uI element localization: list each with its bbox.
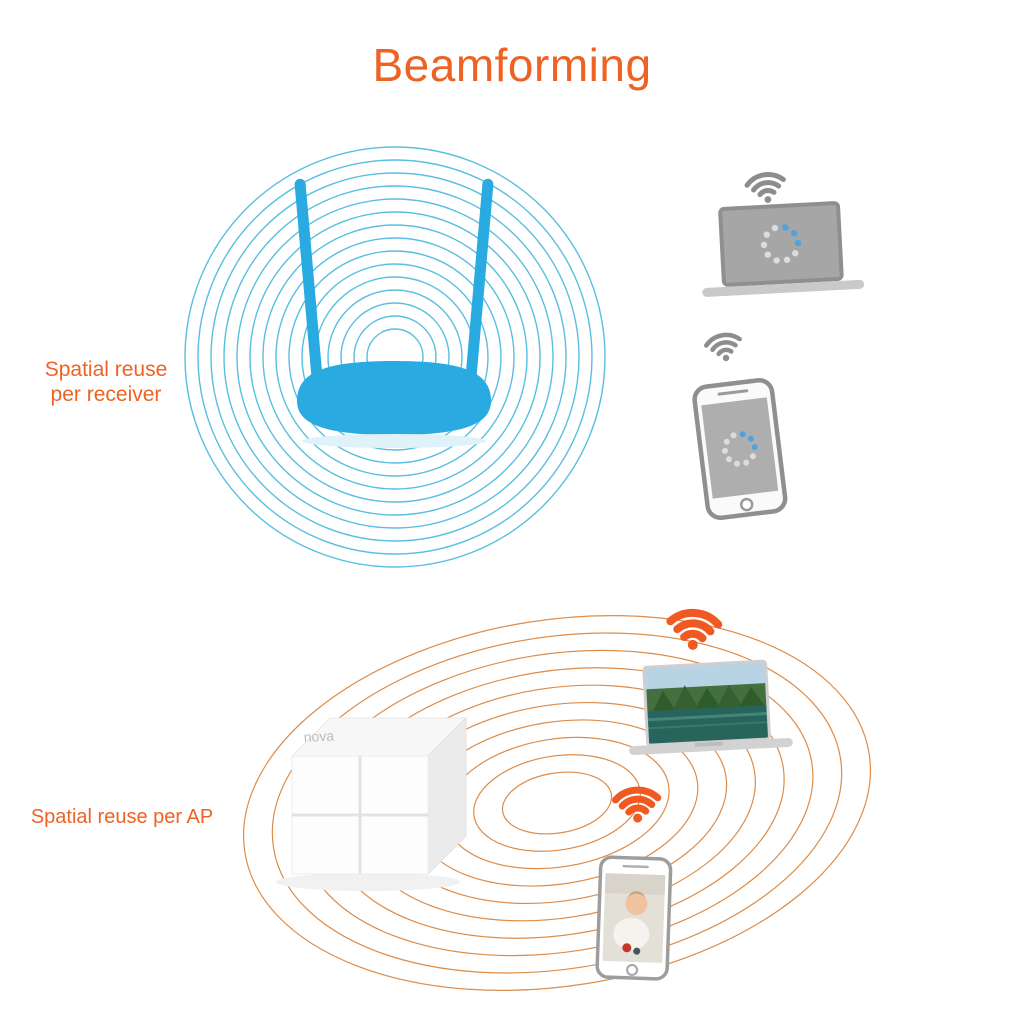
laptop-base bbox=[629, 737, 793, 756]
label-spatial-reuse-per-receiver: Spatial reuse per receiver bbox=[26, 358, 186, 408]
wifi-icon-orange-phone bbox=[611, 786, 662, 823]
cube-brand-label: nova bbox=[303, 727, 334, 745]
label-top-line1: Spatial reuse bbox=[44, 358, 168, 381]
laptop-loading bbox=[702, 172, 865, 297]
phone-speaker bbox=[717, 389, 749, 396]
phone-speaker bbox=[622, 864, 649, 869]
label-spatial-reuse-per-ap: Spatial reuse per AP bbox=[30, 806, 214, 828]
laptop-screen-photo bbox=[643, 661, 770, 746]
page-title: Beamforming bbox=[372, 39, 652, 91]
laptop-base bbox=[702, 279, 865, 297]
phone-loading bbox=[692, 332, 788, 521]
phone-home-button bbox=[625, 963, 639, 977]
wifi-icon-orange-laptop bbox=[666, 608, 723, 650]
loading-spinner-phone bbox=[721, 431, 758, 467]
loading-spinner-laptop bbox=[760, 224, 802, 264]
mesh-router-cube: nova bbox=[290, 716, 468, 876]
router-antenna-right bbox=[465, 178, 494, 384]
laptop-hinge bbox=[694, 741, 723, 747]
wifi-icon-gray-laptop bbox=[744, 172, 786, 203]
laptop-screen bbox=[718, 201, 844, 287]
phone-screen-photo bbox=[602, 873, 666, 964]
label-top-line2: per receiver bbox=[50, 382, 162, 406]
laptop-streaming bbox=[629, 608, 793, 756]
phone-home-button bbox=[739, 497, 754, 512]
router-device bbox=[294, 178, 494, 448]
cube-shadow bbox=[276, 873, 460, 891]
phone-streaming bbox=[595, 786, 673, 981]
phone-screen bbox=[701, 397, 779, 499]
wifi-icon-gray-phone bbox=[704, 332, 742, 362]
router-body bbox=[297, 361, 491, 435]
signal-rings-blue bbox=[184, 146, 606, 568]
router-antenna-left bbox=[294, 178, 323, 384]
router-shadow bbox=[302, 434, 486, 448]
